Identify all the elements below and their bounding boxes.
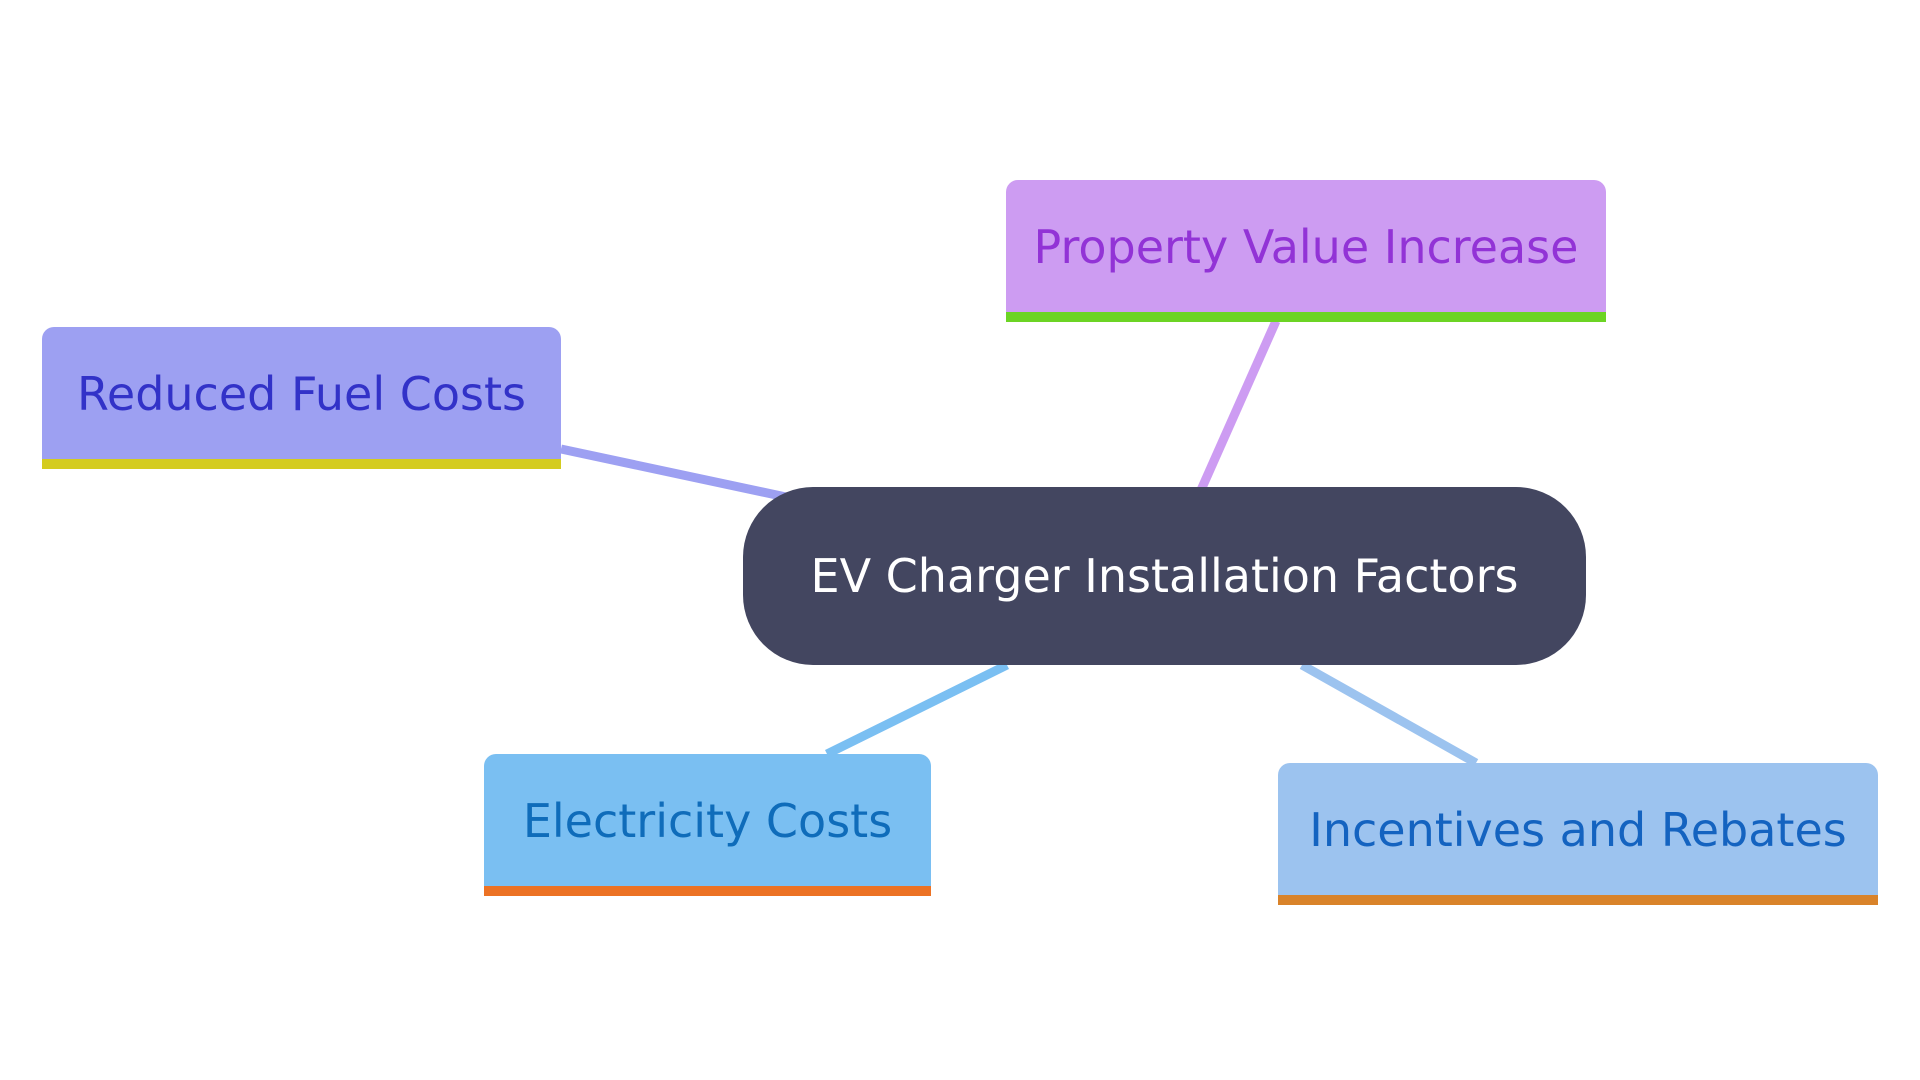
edge-electricity <box>825 660 1009 759</box>
node-underline <box>1006 312 1606 322</box>
edge-incentives <box>1299 661 1479 767</box>
central-node: EV Charger Installation Factors <box>743 487 1586 665</box>
central-node-label: EV Charger Installation Factors <box>810 549 1519 603</box>
node-electricity-costs: Electricity Costs <box>484 754 931 896</box>
node-property-value-increase: Property Value Increase <box>1006 180 1606 322</box>
node-label: Incentives and Rebates <box>1309 803 1847 857</box>
node-label: Property Value Increase <box>1033 220 1579 274</box>
node-reduced-fuel-costs: Reduced Fuel Costs <box>42 327 561 469</box>
edge-fuel <box>560 444 801 505</box>
node-underline <box>42 459 561 469</box>
node-label: Electricity Costs <box>522 794 893 848</box>
node-label: Reduced Fuel Costs <box>77 367 526 421</box>
node-incentives-and-rebates: Incentives and Rebates <box>1278 763 1878 905</box>
node-underline <box>1278 895 1878 905</box>
node-underline <box>484 886 931 896</box>
edge-property <box>1196 319 1281 492</box>
